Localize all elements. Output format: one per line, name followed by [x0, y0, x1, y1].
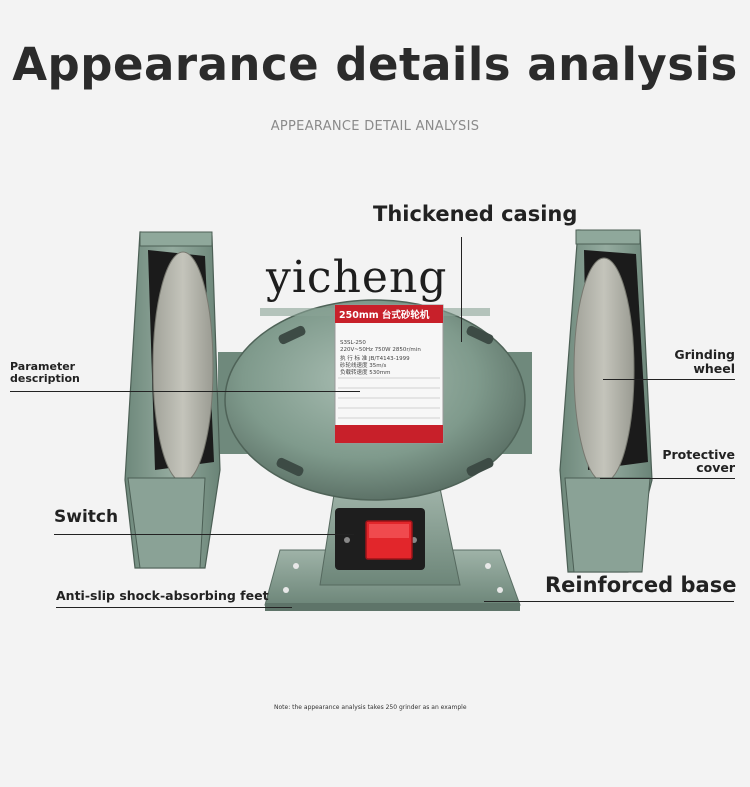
- grinding-callout-line: [603, 379, 735, 380]
- example-note: Note: the appearance analysis takes 250 …: [274, 704, 467, 711]
- callout-switch: Switch: [54, 507, 119, 527]
- feet-callout-line: [56, 607, 292, 608]
- callout-anti-slip-feet: Anti-slip shock-absorbing feet: [56, 588, 269, 603]
- callout-protective-cover: Protective cover: [662, 448, 735, 474]
- page-title: Appearance details analysis: [12, 38, 738, 91]
- nameplate-row: 砂轮线速度 35m/s: [340, 363, 387, 369]
- callout-grinding-wheel: Grinding wheel: [674, 348, 735, 376]
- callout-text: wheel: [693, 361, 735, 376]
- nameplate-row: 220V~50Hz 750W 2850r/min: [340, 347, 421, 353]
- callout-text: Grinding: [674, 347, 735, 362]
- callout-text: Protective: [662, 447, 735, 462]
- right-grinding-wheel: [573, 257, 635, 483]
- nameplate-row: 执 行 标 准 JB/T4143-1999: [340, 356, 410, 362]
- nameplate: [334, 304, 444, 444]
- brand-watermark: yicheng: [266, 252, 448, 303]
- base-screw-hole: [497, 587, 503, 593]
- callout-text: cover: [696, 460, 735, 475]
- base-screw-hole: [283, 587, 289, 593]
- nameplate-row: 负载转速度 530mm: [340, 370, 391, 376]
- callout-text: Parameter: [10, 360, 76, 373]
- switch-callout-line: [54, 534, 354, 535]
- nameplate-row: S3SL-250: [340, 340, 366, 346]
- protective-callout-line: [600, 478, 735, 479]
- callout-parameter-description: Parameter description: [10, 361, 80, 385]
- callout-thickened-casing: Thickened casing: [373, 202, 578, 226]
- page-subtitle: APPEARANCE DETAIL ANALYSIS: [270, 119, 480, 134]
- left-grinding-wheel: [152, 251, 214, 483]
- base-screw-hole: [485, 563, 491, 569]
- callout-reinforced-base: Reinforced base: [545, 573, 737, 597]
- base-callout-line: [484, 601, 734, 602]
- parameter-callout-line: [10, 391, 360, 392]
- base-screw-hole: [293, 563, 299, 569]
- nameplate-heading: 250mm 台式砂轮机: [339, 310, 430, 321]
- callout-text: description: [10, 372, 80, 385]
- casing-callout-line: [461, 237, 462, 342]
